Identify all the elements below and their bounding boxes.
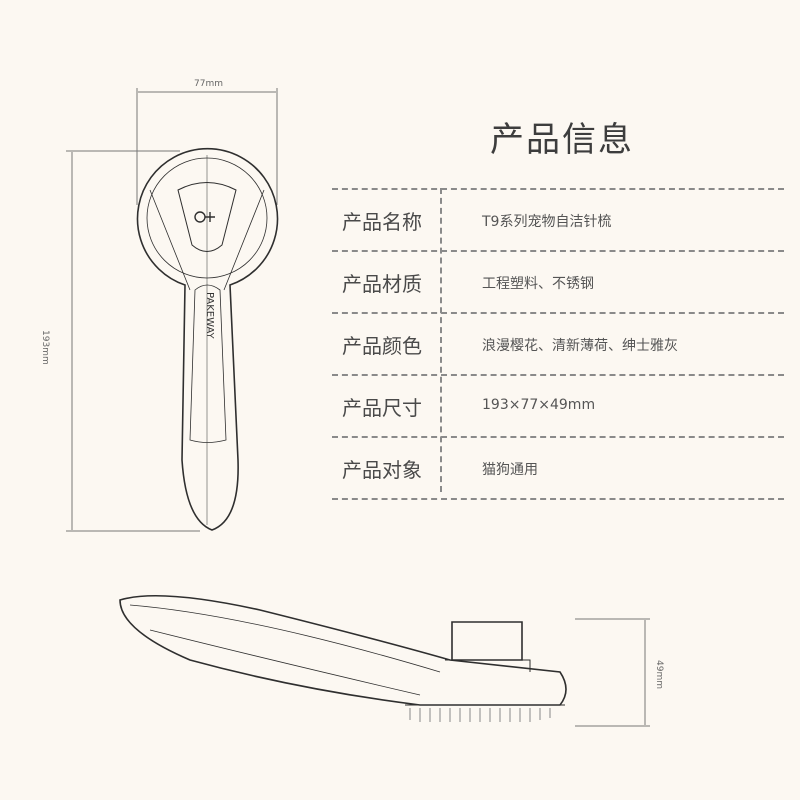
side-view-brush: [119, 594, 567, 722]
spec-label: 产品材质: [342, 272, 422, 296]
dimension-lines: [66, 88, 650, 727]
spec-label: 产品名称: [342, 210, 422, 234]
spec-row-material: 产品材质 工程塑料、不锈钢: [332, 250, 784, 312]
spec-value: 193×77×49mm: [482, 397, 596, 413]
spec-value: 浪漫樱花、清新薄荷、绅士雅灰: [482, 338, 678, 354]
spec-row-size: 产品尺寸 193×77×49mm: [332, 374, 784, 436]
top-view-brush: [136, 147, 279, 531]
spec-row-color: 产品颜色 浪漫樱花、清新薄荷、绅士雅灰: [332, 312, 784, 374]
spec-table: 产品名称 T9系列宠物自洁针梳 产品材质 工程塑料、不锈钢 产品颜色 浪漫樱花、清新薄…: [332, 188, 784, 500]
width-dimension: 77mm: [194, 79, 223, 89]
spec-label: 产品尺寸: [342, 396, 422, 420]
spec-label: 产品对象: [342, 458, 422, 482]
page-title: 产品信息: [490, 120, 634, 160]
spec-value: T9系列宠物自洁针梳: [482, 214, 612, 230]
height-dimension: 49mm: [654, 660, 664, 689]
spec-row-target: 产品对象 猫狗通用: [332, 436, 784, 500]
spec-row-name: 产品名称 T9系列宠物自洁针梳: [332, 188, 784, 250]
brand-logo: PAKEWAY: [204, 292, 215, 340]
spec-value: 猫狗通用: [482, 462, 538, 478]
spec-value: 工程塑料、不锈钢: [482, 276, 594, 292]
table-divider: [440, 188, 442, 492]
spec-label: 产品颜色: [342, 334, 422, 358]
length-dimension: 193mm: [40, 330, 50, 365]
